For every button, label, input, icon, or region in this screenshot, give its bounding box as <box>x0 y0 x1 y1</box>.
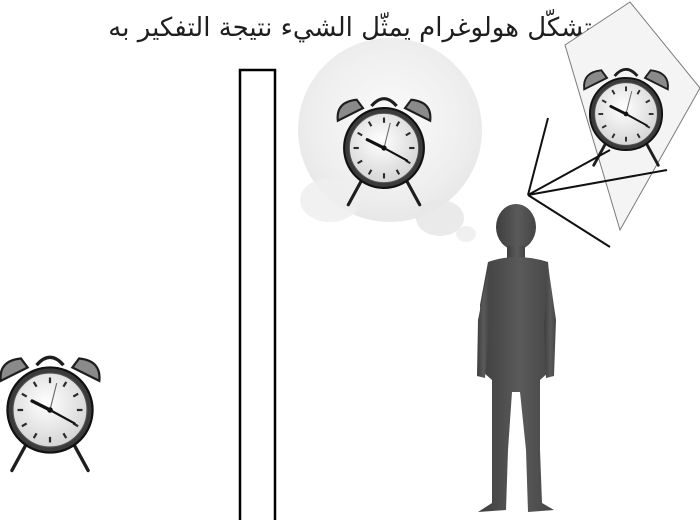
wall-barrier <box>240 70 275 520</box>
real-alarm-clock-icon <box>1 357 100 470</box>
person-silhouette <box>477 204 556 512</box>
